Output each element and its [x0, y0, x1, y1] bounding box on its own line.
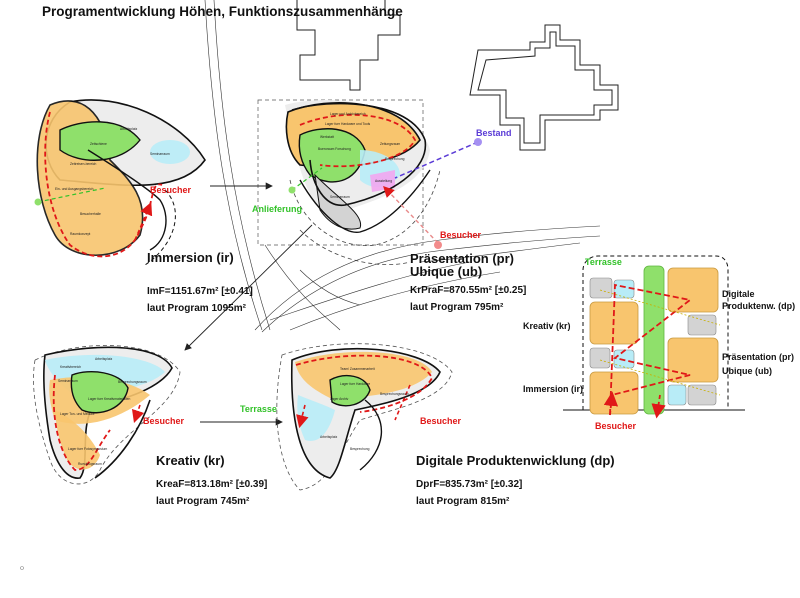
praesentation-area: KrPraF=870.55m² [±0.25] [410, 285, 527, 296]
svg-text:Besprechung: Besprechung [385, 157, 405, 161]
besucher-label-immersion: Besucher [150, 185, 192, 195]
kreativ-diagram: Arbeitsplatz Kreativbereich Besprechungs… [33, 345, 181, 485]
besucher-label-digitale: Besucher [420, 416, 462, 426]
svg-text:Lager Ton- und Mediale: Lager Ton- und Mediale [60, 412, 95, 416]
svg-text:Raumkonzept: Raumkonzept [70, 232, 90, 236]
praesentation-heading-line2: Ubique (ub) [410, 264, 483, 279]
section-label-digitale-line1: Digitale [722, 289, 755, 299]
svg-text:Seminarraum: Seminarraum [330, 195, 350, 199]
section-label-kreativ: Kreativ (kr) [523, 321, 571, 331]
kreativ-program: laut Program 745m² [156, 496, 250, 507]
bestand-label: Bestand [476, 128, 512, 138]
svg-text:Ausstellung: Ausstellung [375, 179, 392, 183]
besucher-label-section: Besucher [595, 421, 637, 431]
svg-text:Bueroraum Forschung: Bueroraum Forschung [318, 147, 351, 151]
terrasse-label-section: Terrasse [585, 257, 622, 267]
digitale-program: laut Program 815m² [416, 496, 510, 507]
svg-text:Arbeitsplatz: Arbeitsplatz [320, 435, 338, 439]
svg-text:Lager fuer Hardware und Tools: Lager fuer Hardware und Tools [325, 122, 371, 126]
svg-text:Kreativbereich: Kreativbereich [60, 365, 81, 369]
svg-text:Besprechungsraum: Besprechungsraum [118, 380, 147, 384]
praesentation-heading-line1: Präsentation (pr) [410, 251, 515, 266]
svg-text:Besucherhalle: Besucherhalle [80, 212, 101, 216]
svg-text:Besprechung: Besprechung [350, 447, 370, 451]
page-title: Programentwicklung Höhen, Funktionszusam… [42, 4, 403, 19]
digitale-heading: Digitale Produktenwicklung (dp) [416, 453, 615, 468]
svg-text:Ein- und Ausgangsbereich: Ein- und Ausgangsbereich [55, 187, 94, 191]
kreativ-heading: Kreativ (kr) [156, 453, 225, 468]
immersion-program: laut Program 1095m² [147, 303, 246, 314]
digitale-diagram: Team/ Zusammenarbeit Lager fuer Hardware… [276, 343, 453, 491]
svg-text:Arbeitsplatz: Arbeitsplatz [120, 127, 138, 131]
svg-text:Rueckzugsraum: Rueckzugsraum [78, 462, 102, 466]
besucher-label-kreativ: Besucher [143, 416, 185, 426]
existing-building-outline [296, 0, 619, 151]
section-label-immersion: Immersion (ir) [523, 384, 584, 394]
svg-text:Seminarraum: Seminarraum [150, 152, 170, 156]
svg-text:Lager fuer Fotosymposium: Lager fuer Fotosymposium [68, 447, 107, 451]
praesentation-diagram: Lager und Archivbereich Lager fuer Hardw… [257, 99, 482, 265]
section-label-digitale-line2: Produktenw. (dp) [722, 301, 796, 311]
immersion-area: ImF=1151.67m² [±0.41] [147, 286, 253, 297]
svg-text:Lager fuer Kreativmaterialien: Lager fuer Kreativmaterialien [88, 397, 130, 401]
svg-text:Werkstatt: Werkstatt [320, 135, 334, 139]
svg-text:Zeitschiene: Zeitschiene [90, 142, 107, 146]
praesentation-program: laut Program 795m² [410, 302, 504, 313]
section-diagram [563, 255, 745, 419]
svg-text:Lager fuer Hardware: Lager fuer Hardware [340, 382, 370, 386]
stray-mark [20, 566, 24, 570]
terrasse-label-digitale: Terrasse [240, 404, 277, 414]
svg-text:Lager Archiv: Lager Archiv [330, 397, 349, 401]
section-label-praesentation-line1: Präsentation (pr) [722, 352, 795, 362]
flow-arrows [184, 182, 313, 426]
svg-text:Besprechungsraum: Besprechungsraum [380, 392, 409, 396]
immersion-diagram: Arbeitsplatz Zeitschiene Seminarraum Zei… [34, 99, 206, 266]
immersion-heading: Immersion (ir) [147, 250, 234, 265]
besucher-label-praesentation: Besucher [440, 230, 482, 240]
svg-text:Lager und Archivbereich: Lager und Archivbereich [330, 112, 366, 116]
svg-text:Seminarraum: Seminarraum [58, 379, 78, 383]
svg-text:Team/ Zusammenarbeit: Team/ Zusammenarbeit [340, 367, 375, 371]
anlieferung-label: Anlieferung [252, 204, 303, 214]
digitale-area: DprF=835.73m² [±0.32] [416, 479, 523, 490]
section-label-praesentation-line2: Ubique (ub) [722, 366, 772, 376]
svg-text:Zeitreisen-bereich: Zeitreisen-bereich [70, 162, 97, 166]
kreativ-area: KreaF=813.18m² [±0.39] [156, 479, 268, 490]
svg-text:Zeitungsraum: Zeitungsraum [380, 142, 400, 146]
svg-text:Arbeitsplatz: Arbeitsplatz [95, 357, 113, 361]
